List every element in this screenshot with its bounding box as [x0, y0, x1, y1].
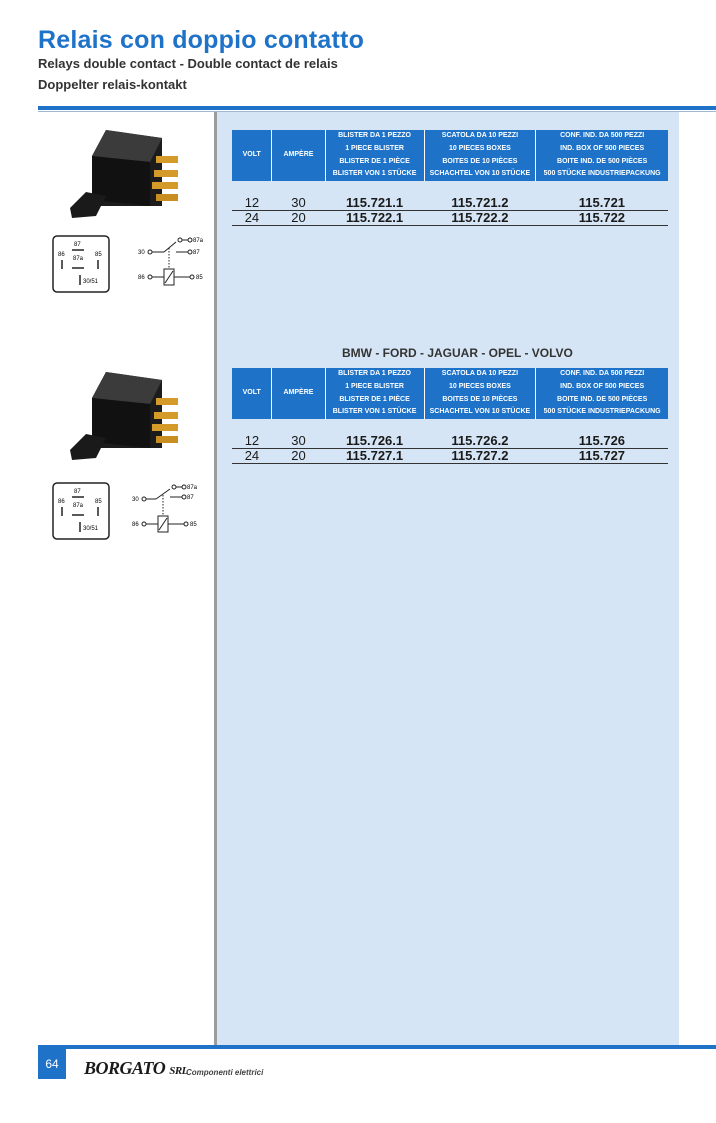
svg-text:87a: 87a: [187, 485, 198, 491]
brand-logo: BORGATO SRL: [84, 1058, 188, 1078]
col-ampere: AMPÈRE: [271, 368, 326, 420]
cell-blister: 115.727.1: [325, 448, 425, 465]
table-panel: [217, 112, 679, 1045]
cell-box10: 115.722.2: [424, 210, 536, 227]
page-subtitle-de: Doppelter relais-kontakt: [38, 77, 187, 92]
circuit-diagram-1: 30 87a 87 86 85: [138, 237, 204, 286]
cell-box10: 115.726.2: [424, 434, 536, 450]
svg-text:87: 87: [193, 250, 200, 256]
table-row: 12 30 115.721.1 115.721.2 115.721: [232, 196, 668, 212]
svg-text:85: 85: [190, 522, 197, 528]
cell-box10: 115.727.2: [424, 448, 536, 465]
bottom-rule: [38, 1045, 716, 1049]
cell-box500: 115.721: [535, 196, 668, 212]
cell-box10: 115.721.2: [424, 196, 536, 212]
cell-volt: 24: [232, 210, 272, 227]
cell-box500: 115.726: [535, 434, 668, 450]
col-volt: VOLT: [232, 130, 272, 182]
cell-box500: 115.727: [535, 448, 668, 465]
column-divider: [214, 112, 217, 1045]
svg-text:87: 87: [74, 489, 81, 495]
circuit-diagram-2: 30 87a 87 86 85: [132, 484, 198, 533]
svg-text:87: 87: [187, 495, 194, 501]
cell-blister: 115.726.1: [325, 434, 425, 450]
brand-tagline: Componenti elettrici: [186, 1068, 264, 1077]
page-number: 64: [38, 1049, 66, 1079]
cell-ampere: 20: [271, 210, 326, 227]
cell-ampere: 30: [271, 196, 326, 212]
svg-text:30/51: 30/51: [83, 279, 99, 285]
cell-ampere: 20: [271, 448, 326, 465]
pin-diagram-1: 87 86 85 87a 30/51: [52, 235, 110, 293]
cell-blister: 115.722.1: [325, 210, 425, 227]
svg-text:30: 30: [138, 250, 145, 256]
cell-volt: 24: [232, 448, 272, 465]
svg-text:85: 85: [95, 499, 102, 505]
svg-text:87a: 87a: [73, 256, 84, 262]
cell-blister: 115.721.1: [325, 196, 425, 212]
svg-text:86: 86: [58, 499, 65, 505]
cell-volt: 12: [232, 434, 272, 450]
svg-text:86: 86: [138, 275, 145, 281]
relay-image-2: [70, 372, 178, 460]
cell-ampere: 30: [271, 434, 326, 450]
brand-list: BMW - FORD - JAGUAR - OPEL - VOLVO: [342, 346, 573, 360]
col-volt: VOLT: [232, 368, 272, 420]
svg-text:85: 85: [95, 252, 102, 258]
relay-image-1: [70, 130, 178, 218]
cell-volt: 12: [232, 196, 272, 212]
svg-text:87a: 87a: [73, 503, 84, 509]
svg-text:86: 86: [132, 522, 139, 528]
svg-text:30/51: 30/51: [83, 526, 99, 532]
col-ampere: AMPÈRE: [271, 130, 326, 182]
svg-text:30: 30: [132, 497, 139, 503]
pin-diagram-2: 87 86 85 87a 30/51: [52, 482, 110, 540]
page-title: Relais con doppio contatto: [38, 26, 365, 54]
svg-text:86: 86: [58, 252, 65, 258]
table-row: 24 20 115.722.1 115.722.2 115.722: [232, 210, 668, 227]
right-margin: [679, 112, 716, 1045]
svg-text:87a: 87a: [193, 238, 204, 244]
svg-text:85: 85: [196, 275, 203, 281]
cell-box500: 115.722: [535, 210, 668, 227]
table-row: 24 20 115.727.1 115.727.2 115.727: [232, 448, 668, 465]
top-rule-thin: [38, 111, 716, 112]
svg-text:87: 87: [74, 242, 81, 248]
page-subtitle: Relays double contact - Double contact d…: [38, 56, 338, 71]
top-rule: [38, 106, 716, 110]
table-row: 12 30 115.726.1 115.726.2 115.726: [232, 434, 668, 450]
